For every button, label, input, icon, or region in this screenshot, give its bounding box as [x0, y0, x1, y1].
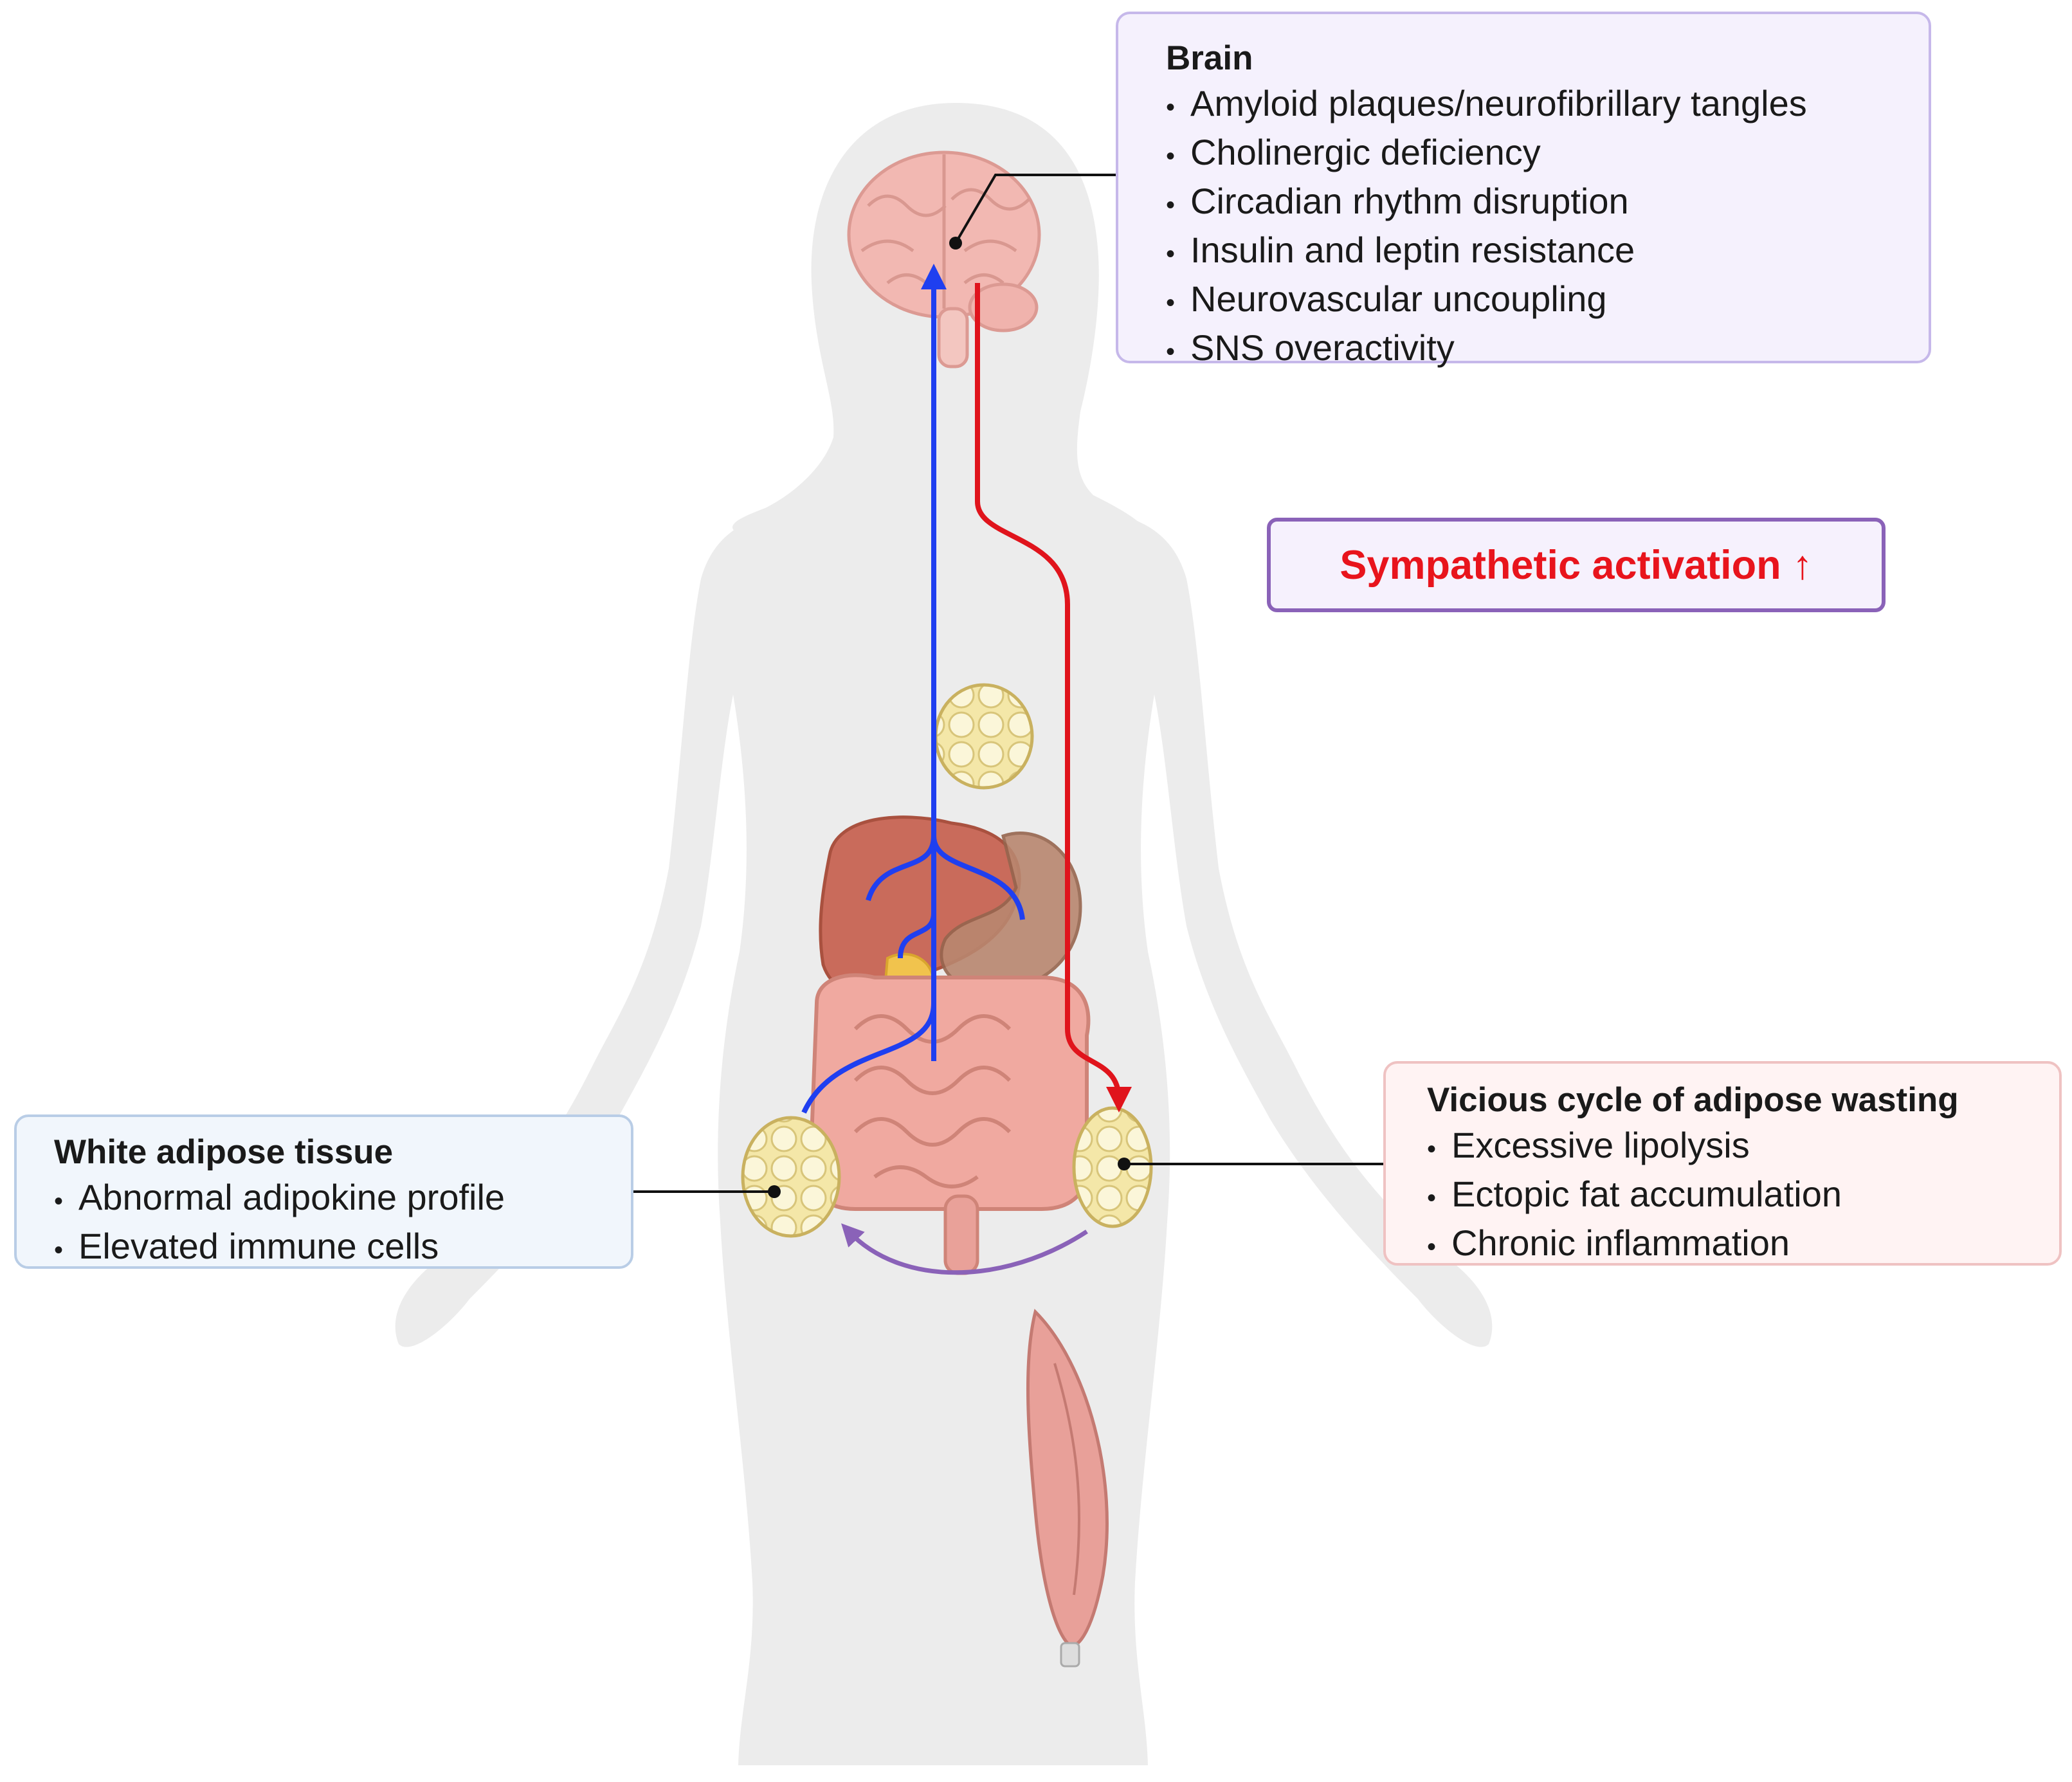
list-item: Insulin and leptin resistance: [1166, 228, 1905, 277]
adipose-cluster-chest: [934, 683, 1034, 790]
list-item: Ectopic fat accumulation: [1427, 1172, 2046, 1221]
list-item: Cholinergic deficiency: [1166, 130, 1905, 179]
list-item: SNS overactivity: [1166, 325, 1905, 374]
list-item: Neurovascular uncoupling: [1166, 277, 1905, 325]
digestive-organs: [808, 815, 1091, 1275]
brain-title: Brain: [1166, 39, 1253, 77]
white-adipose-title: White adipose tissue: [54, 1133, 394, 1171]
white-adipose-feature-list: Abnormal adipokine profile Elevated immu…: [54, 1175, 618, 1273]
brain-illustration: [847, 150, 1041, 368]
brain-connector-line: [949, 174, 1116, 250]
list-item: Abnormal adipokine profile: [54, 1175, 618, 1224]
brain-feature-list: Amyloid plaques/neurofibrillary tangles …: [1166, 81, 1905, 374]
sympathetic-activation-label: Sympathetic activation ↑: [1267, 518, 1886, 612]
adipose-cluster-right-hip: [1072, 1106, 1153, 1228]
list-item: Circadian rhythm disruption: [1166, 179, 1905, 228]
white-adipose-connector-line: [633, 1185, 781, 1198]
adipose-cluster-left-hip: [741, 1116, 841, 1238]
skeletal-muscle-illustration: [1026, 1309, 1109, 1668]
white-adipose-info-box: White adipose tissue Abnormal adipokine …: [14, 1114, 633, 1269]
vicious-cycle-connector-line: [1118, 1158, 1383, 1170]
afferent-signal-arrow: [801, 264, 1025, 1114]
list-item: Amyloid plaques/neurofibrillary tangles: [1166, 81, 1905, 130]
adipose-cycle-arrow: [841, 1223, 1088, 1275]
brain-info-box: Brain Amyloid plaques/neurofibrillary ta…: [1116, 12, 1931, 368]
vicious-cycle-feature-list: Excessive lipolysis Ectopic fat accumula…: [1427, 1123, 2046, 1269]
list-item: Elevated immune cells: [54, 1224, 618, 1273]
list-item: Chronic inflammation: [1427, 1221, 2046, 1269]
list-item: Excessive lipolysis: [1427, 1123, 2046, 1172]
vicious-cycle-info-box: Vicious cycle of adipose wasting Excessi…: [1383, 1061, 2062, 1266]
vicious-cycle-title: Vicious cycle of adipose wasting: [1427, 1081, 1959, 1119]
efferent-sympathetic-arrow: [975, 283, 1132, 1113]
